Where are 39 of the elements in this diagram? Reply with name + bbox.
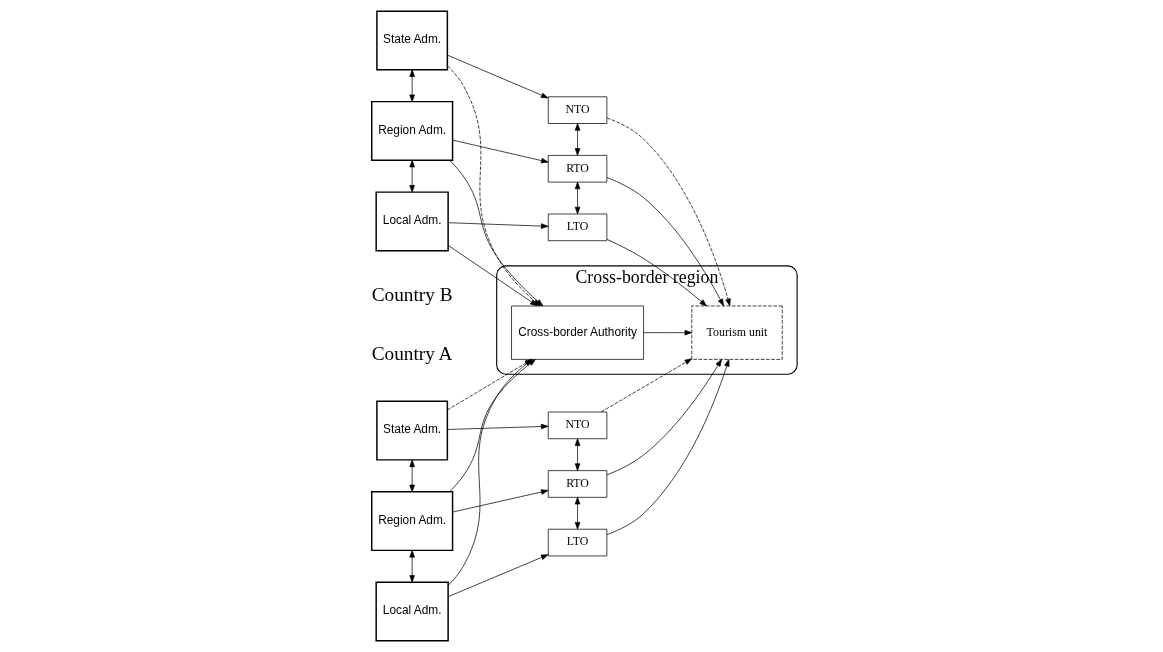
arrow [606, 359, 729, 535]
label: Country A [371, 343, 453, 365]
arrow [447, 554, 548, 598]
arrow [408, 159, 415, 193]
arrow [451, 489, 548, 513]
node-box: NTO [547, 411, 607, 440]
arrow [451, 139, 548, 164]
node-box: Local Adm. [374, 191, 449, 252]
arrow [447, 222, 548, 229]
arrow [446, 54, 548, 99]
arrow [574, 497, 580, 530]
arrow [606, 359, 722, 476]
arrow [574, 123, 580, 156]
arrow [446, 423, 548, 430]
node-box: RTO [547, 470, 607, 498]
label: Country B [371, 284, 453, 305]
node-box: RTO [547, 155, 607, 183]
arrow [606, 238, 707, 307]
node-box: LTO [547, 213, 607, 242]
node-box: Cross-border Authority [510, 305, 644, 360]
node-box: Region Adm. [370, 491, 453, 552]
node-box: State Adm. [375, 10, 448, 71]
node-box: Region Adm. [370, 100, 453, 161]
node-box: NTO [547, 96, 607, 124]
arrow [446, 359, 532, 411]
arrow [447, 359, 532, 586]
arrow [408, 69, 415, 102]
arrow [606, 117, 731, 307]
arrow [574, 181, 580, 215]
arrow [642, 329, 692, 336]
arrow [408, 550, 415, 583]
node-box: Tourism unit [690, 305, 783, 360]
node-box: Local Adm. [374, 581, 449, 642]
node-box: LTO [547, 528, 607, 557]
node-box: State Adm. [375, 400, 448, 461]
arrow [574, 438, 580, 471]
arrow [606, 177, 724, 307]
arrow [408, 459, 415, 493]
arrow [600, 358, 692, 413]
